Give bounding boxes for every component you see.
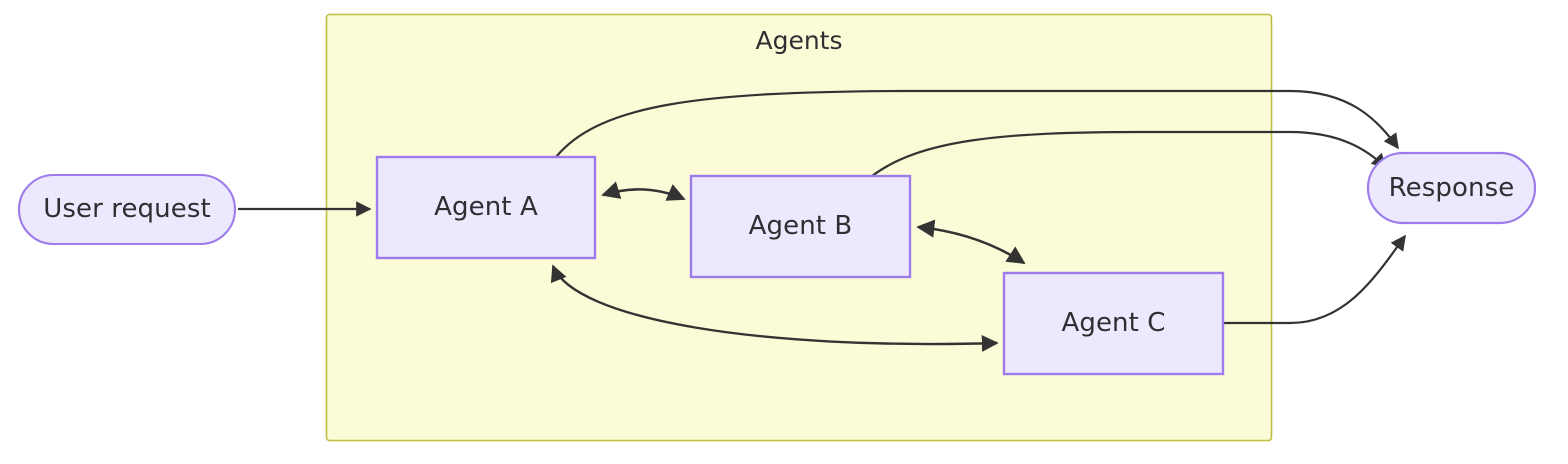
node-user-request[interactable] (17, 173, 237, 246)
edge-agent-a-to-agent-b (601, 181, 686, 201)
edge-agent-c-to-agent-a (550, 264, 999, 352)
node-response[interactable] (1366, 151, 1537, 225)
edge-agent-b-to-agent-c (916, 219, 1026, 265)
node-agent-b[interactable] (689, 174, 912, 279)
edge-agent-c-to-response (1224, 234, 1406, 325)
edge-agent-b-to-response (871, 130, 1388, 177)
node-agent-c[interactable] (1002, 271, 1225, 376)
cluster-agents-label: Agents (755, 26, 843, 55)
edge-agent-a-to-response (555, 89, 1399, 158)
node-agent-a[interactable] (375, 155, 597, 260)
